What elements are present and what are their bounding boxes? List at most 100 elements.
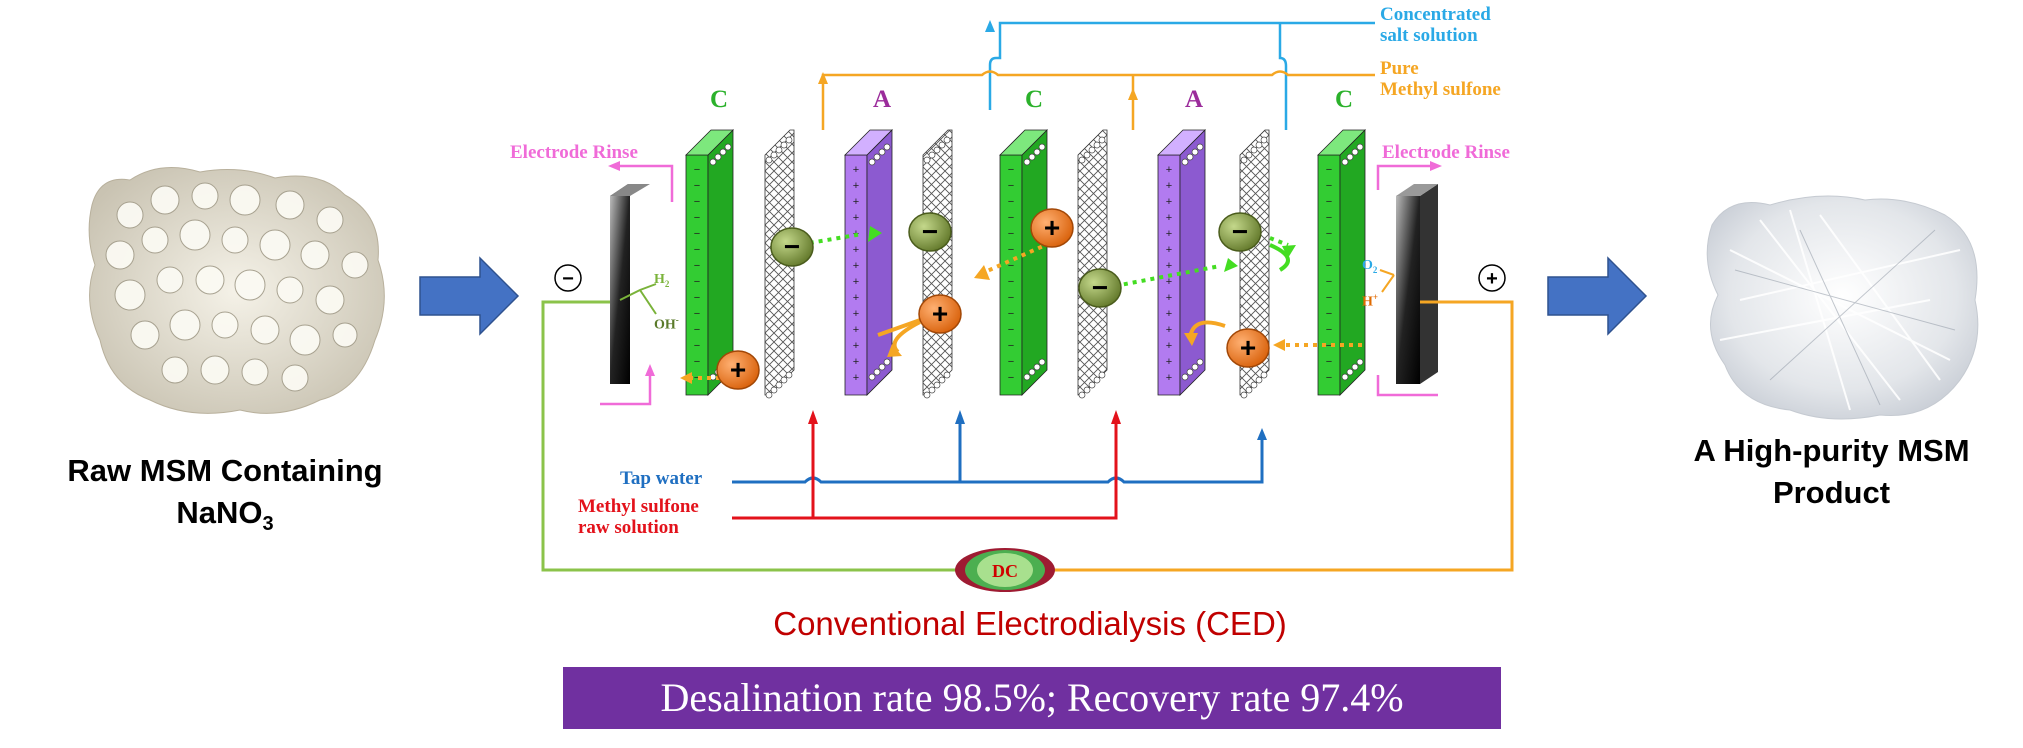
ced-title: Conventional Electrodialysis (CED) xyxy=(773,605,1287,642)
concentrated-line xyxy=(988,21,1375,130)
membrane-fixed-charge-minus: − xyxy=(694,164,700,176)
membrane-fixed-charge-plus: + xyxy=(853,260,859,272)
membrane-label-1: C xyxy=(710,86,729,113)
membrane-fixed-charge-minus: − xyxy=(1326,276,1332,288)
membrane-fixed-charge-minus: − xyxy=(1326,292,1332,304)
o2-label: O2 xyxy=(1362,258,1378,275)
membrane-fixed-charge-minus: − xyxy=(1008,164,1014,176)
cathode-plate xyxy=(610,184,650,384)
membrane-fixed-charge-minus: − xyxy=(694,180,700,192)
cation-ball xyxy=(716,350,760,390)
anion-membrane xyxy=(844,129,893,396)
membrane-fixed-charge-plus: + xyxy=(1166,340,1172,352)
membrane-fixed-charge-minus: − xyxy=(1008,244,1014,256)
concentrated-label-2: salt solution xyxy=(1380,25,1478,46)
anode-symbol: + xyxy=(1486,268,1498,290)
anode-plate xyxy=(1396,184,1438,384)
membrane-fixed-charge-plus: + xyxy=(1166,244,1172,256)
anode-polarity xyxy=(1478,264,1506,292)
anion-ball xyxy=(1218,212,1262,252)
electrode-rinse-right-label: Electrode Rinse xyxy=(1382,142,1510,163)
membrane-fixed-charge-minus: − xyxy=(694,260,700,272)
membrane-label-3: C xyxy=(1025,86,1044,113)
membrane-fixed-charge-plus: + xyxy=(1166,356,1172,368)
membrane-fixed-charge-minus: − xyxy=(1008,340,1014,352)
pure-msm-caption-line2: Product xyxy=(1772,475,1891,510)
membrane-fixed-charge-minus: − xyxy=(694,228,700,240)
anion-sign: − xyxy=(1232,216,1248,247)
raw-msm-caption: Raw MSM Containing NaNO3 xyxy=(10,450,440,545)
membrane-fixed-charge-minus: − xyxy=(694,244,700,256)
raw-solution-line xyxy=(732,415,1118,520)
membrane-fixed-charge-plus: + xyxy=(1166,260,1172,272)
membrane-fixed-charge-plus: + xyxy=(1166,180,1172,192)
cation-ball xyxy=(1030,208,1074,248)
cation-sign: + xyxy=(730,354,746,385)
membrane-fixed-charge-minus: − xyxy=(694,372,700,384)
anion-ball xyxy=(1078,268,1122,308)
pure-msm-caption: A High-purity MSM Product xyxy=(1640,430,2023,514)
membrane-fixed-charge-minus: − xyxy=(1326,260,1332,272)
cation-sign: + xyxy=(1240,332,1256,363)
h-plus-label: H+ xyxy=(1362,292,1379,310)
cation-ball xyxy=(1226,328,1270,368)
cathode-polarity xyxy=(554,264,582,292)
membrane-fixed-charge-minus: − xyxy=(1326,164,1332,176)
membrane-fixed-charge-minus: − xyxy=(1326,324,1332,336)
membrane-fixed-charge-plus: + xyxy=(853,372,859,384)
input-arrow xyxy=(419,256,520,336)
membrane-fixed-charge-minus: − xyxy=(1326,228,1332,240)
wire-left xyxy=(541,300,960,572)
rinse-left-out xyxy=(612,164,674,202)
membrane-fixed-charge-plus: + xyxy=(1166,324,1172,336)
membrane-label-2: A xyxy=(873,86,892,113)
raw-msm-image xyxy=(88,167,385,414)
membrane-fixed-charge-plus: + xyxy=(1166,308,1172,320)
membrane-fixed-charge-minus: − xyxy=(1326,212,1332,224)
concentrated-label-1: Concentrated xyxy=(1380,4,1491,25)
membrane-fixed-charge-plus: + xyxy=(853,324,859,336)
pure-label-2: Methyl sulfone xyxy=(1380,79,1501,100)
membrane-fixed-charge-minus: − xyxy=(694,340,700,352)
spacer-mesh xyxy=(1077,129,1108,399)
membrane-fixed-charge-plus: + xyxy=(1166,212,1172,224)
membrane-fixed-charge-minus: − xyxy=(1326,180,1332,192)
raw-msm-caption-line1: Raw MSM Containing xyxy=(67,453,383,488)
anion-sign: − xyxy=(922,216,938,247)
rinse-right-in xyxy=(1376,375,1438,397)
membrane-fixed-charge-plus: + xyxy=(1166,292,1172,304)
membrane-fixed-charge-plus: + xyxy=(853,276,859,288)
membrane-fixed-charge-plus: + xyxy=(853,212,859,224)
membrane-fixed-charge-minus: − xyxy=(1008,260,1014,272)
membrane-fixed-charge-minus: − xyxy=(1008,196,1014,208)
membrane-fixed-charge-plus: + xyxy=(853,244,859,256)
membrane-fixed-charge-plus: + xyxy=(1166,228,1172,240)
membrane-fixed-charge-plus: + xyxy=(853,180,859,192)
raw-solution-label-2: raw solution xyxy=(578,517,679,538)
result-banner: Desalination rate 98.5%; Recovery rate 9… xyxy=(563,667,1501,729)
membrane-fixed-charge-minus: − xyxy=(1008,372,1014,384)
membrane-fixed-charge-minus: − xyxy=(1008,324,1014,336)
dc-source xyxy=(955,548,1055,592)
membrane-fixed-charge-plus: + xyxy=(1166,276,1172,288)
membrane-fixed-charge-plus: + xyxy=(853,292,859,304)
raw-msm-caption-line2: NaNO3 xyxy=(176,495,274,536)
rinse-right-out xyxy=(1376,164,1438,190)
cation-sign: + xyxy=(1044,212,1060,243)
membrane-fixed-charge-minus: − xyxy=(1326,196,1332,208)
spacer-mesh xyxy=(922,129,953,399)
pure-line xyxy=(821,70,1375,130)
membrane-fixed-charge-minus: − xyxy=(1008,356,1014,368)
membrane-fixed-charge-plus: + xyxy=(1166,196,1172,208)
membrane-fixed-charge-plus: + xyxy=(853,196,859,208)
cation-membrane xyxy=(1317,129,1366,396)
cation-sign: + xyxy=(932,298,948,329)
membrane-fixed-charge-minus: − xyxy=(694,292,700,304)
rinse-left-in xyxy=(600,368,652,406)
membrane-fixed-charge-plus: + xyxy=(853,164,859,176)
membrane-fixed-charge-minus: − xyxy=(1008,212,1014,224)
membrane-fixed-charge-minus: − xyxy=(694,196,700,208)
membrane-fixed-charge-minus: − xyxy=(1008,308,1014,320)
membrane-label-4: A xyxy=(1185,86,1204,113)
